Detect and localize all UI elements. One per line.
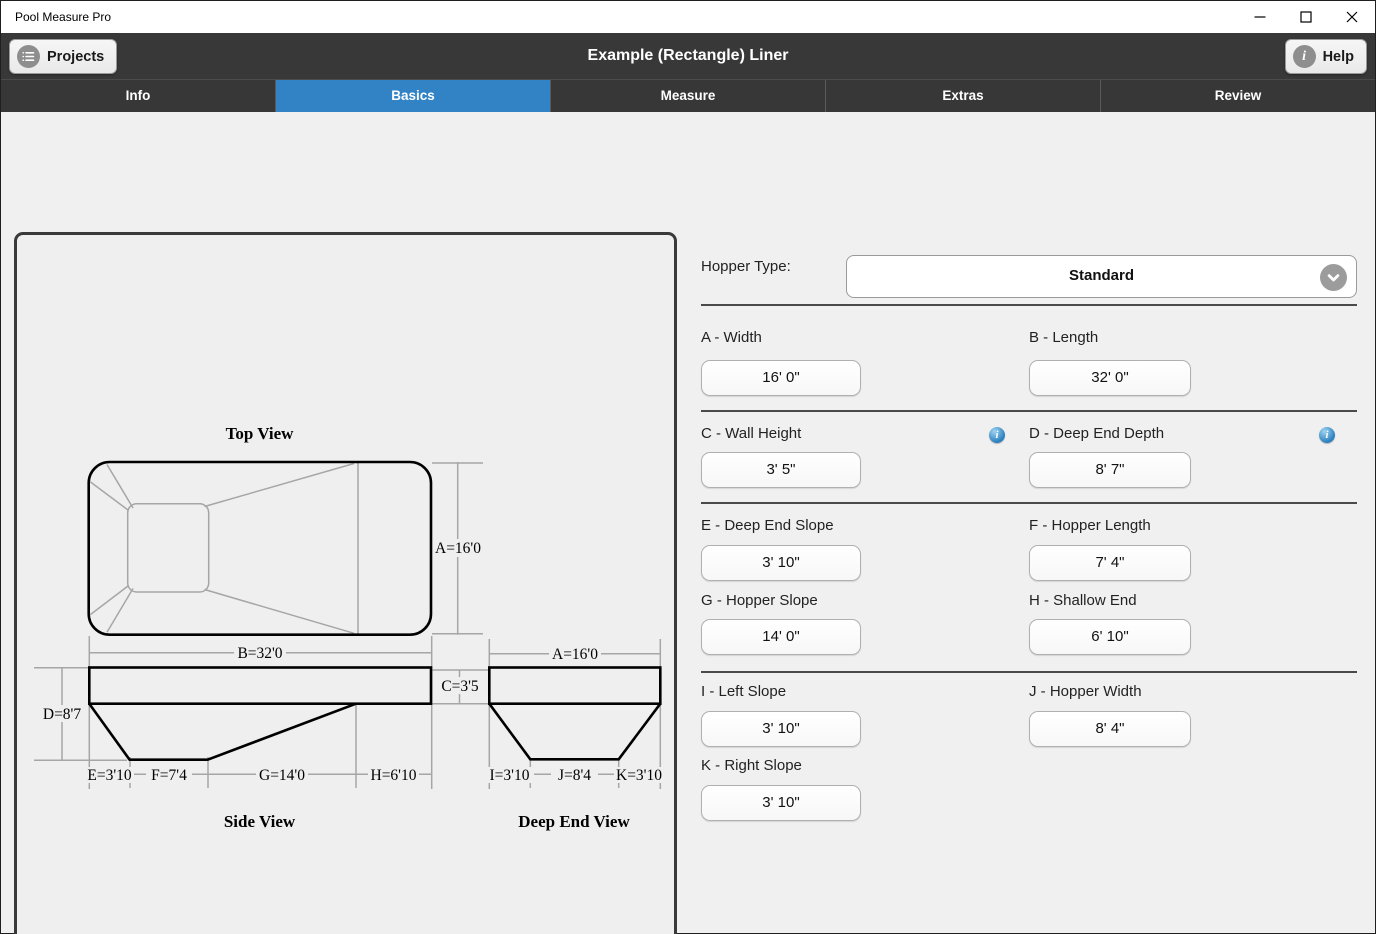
dim-label-d: D=8'7	[43, 706, 81, 723]
field-h-label: H - Shallow End	[1029, 592, 1137, 609]
field-j-input[interactable]: 8' 4"	[1029, 711, 1191, 747]
hopper-type-dropdown[interactable]: Standard	[846, 255, 1357, 298]
dimension-lines	[34, 462, 662, 789]
divider	[701, 410, 1357, 412]
field-f-label: F - Hopper Length	[1029, 517, 1151, 534]
help-button[interactable]: i Help	[1284, 39, 1367, 74]
tab-info[interactable]: Info	[1, 80, 276, 112]
top-view-outline	[87, 460, 433, 636]
divider	[701, 671, 1357, 673]
field-b-label: B - Length	[1029, 329, 1099, 346]
header: Example (Rectangle) Liner Projects i Hel…	[1, 33, 1375, 79]
pool-diagram-panel: Top View Side View Deep End View A=16'0 …	[14, 232, 677, 934]
minimize-button[interactable]	[1237, 1, 1283, 33]
maximize-button[interactable]	[1283, 1, 1329, 33]
tab-extras[interactable]: Extras	[826, 80, 1101, 112]
field-i-input[interactable]: 3' 10"	[701, 711, 861, 747]
side-view-title: Side View	[224, 812, 296, 831]
minimize-icon	[1254, 16, 1266, 18]
field-a-label: A - Width	[701, 329, 762, 346]
field-h-input[interactable]: 6' 10"	[1029, 619, 1191, 655]
field-k-input[interactable]: 3' 10"	[701, 785, 861, 821]
page-title: Example (Rectangle) Liner	[587, 47, 789, 64]
field-e-input[interactable]: 3' 10"	[701, 545, 861, 581]
side-view-profile	[88, 702, 357, 761]
hopper-type-value: Standard	[1068, 267, 1134, 284]
titlebar: Pool Measure Pro	[1, 1, 1375, 33]
dim-label-f: F=7'4	[151, 767, 187, 784]
field-d-label: D - Deep End Depth	[1029, 425, 1165, 442]
side-view-wall	[88, 666, 433, 706]
divider	[701, 502, 1357, 504]
tab-bar: Info Basics Measure Extras Review	[1, 79, 1375, 112]
field-e-label: E - Deep End Slope	[701, 517, 834, 534]
pool-outlines	[87, 460, 662, 761]
help-button-label: Help	[1322, 48, 1354, 65]
deep-end-view-title: Deep End View	[518, 812, 630, 831]
top-view-title: Top View	[226, 424, 295, 443]
window-controls	[1237, 1, 1375, 33]
close-icon	[1346, 11, 1358, 23]
field-f-input[interactable]: 7' 4"	[1029, 545, 1191, 581]
projects-button[interactable]: Projects	[9, 39, 118, 74]
dim-label-a-top: A=16'0	[435, 540, 481, 557]
measurements-form: Hopper Type: Standard A - Width B - Leng…	[701, 232, 1357, 872]
field-g-label: G - Hopper Slope	[701, 592, 818, 609]
help-info-icon: i	[1292, 45, 1316, 68]
field-b-input[interactable]: 32' 0"	[1029, 360, 1191, 396]
deep-end-wall	[487, 666, 662, 706]
field-k-label: K - Right Slope	[701, 757, 802, 774]
hopper-type-label: Hopper Type:	[701, 258, 791, 275]
wall-height-info-icon[interactable]: i	[989, 427, 1005, 443]
label-backgrounds	[37, 539, 664, 783]
maximize-icon	[1300, 11, 1312, 23]
field-c-input[interactable]: 3' 5"	[701, 452, 861, 488]
deep-end-profile	[488, 702, 662, 761]
pool-diagram: Top View Side View Deep End View A=16'0 …	[34, 424, 664, 831]
field-j-label: J - Hopper Width	[1029, 683, 1142, 700]
dim-label-i: I=3'10	[490, 767, 530, 784]
chevron-down-icon	[1320, 264, 1347, 291]
dim-label-h: H=6'10	[371, 767, 417, 784]
tab-measure[interactable]: Measure	[551, 80, 826, 112]
tab-review[interactable]: Review	[1214, 88, 1262, 103]
window-title: Pool Measure Pro	[15, 10, 112, 24]
dim-label-j: J=8'4	[558, 767, 591, 784]
field-i-label: I - Left Slope	[701, 683, 787, 700]
close-button[interactable]	[1329, 1, 1375, 33]
content-area: Top View Side View Deep End View A=16'0 …	[1, 112, 1375, 934]
tab-basics[interactable]: Basics	[276, 80, 551, 112]
hopper-outline-top-view	[126, 502, 210, 593]
menu-list-icon	[17, 45, 40, 68]
divider	[701, 304, 1357, 306]
dim-label-k: K=3'10	[616, 767, 662, 784]
dim-label-e: E=3'10	[87, 767, 132, 784]
dim-label-c: C=3'5	[441, 678, 479, 695]
field-d-input[interactable]: 8' 7"	[1029, 452, 1191, 488]
dim-label-g: G=14'0	[259, 767, 305, 784]
deep-end-depth-info-icon[interactable]: i	[1319, 427, 1335, 443]
field-g-input[interactable]: 14' 0"	[701, 619, 861, 655]
dim-label-a-deep: A=16'0	[552, 646, 598, 663]
projects-button-label: Projects	[47, 48, 105, 65]
dim-label-b: B=32'0	[237, 645, 282, 662]
field-c-label: C - Wall Height	[701, 425, 802, 442]
field-a-input[interactable]: 16' 0"	[701, 360, 861, 396]
